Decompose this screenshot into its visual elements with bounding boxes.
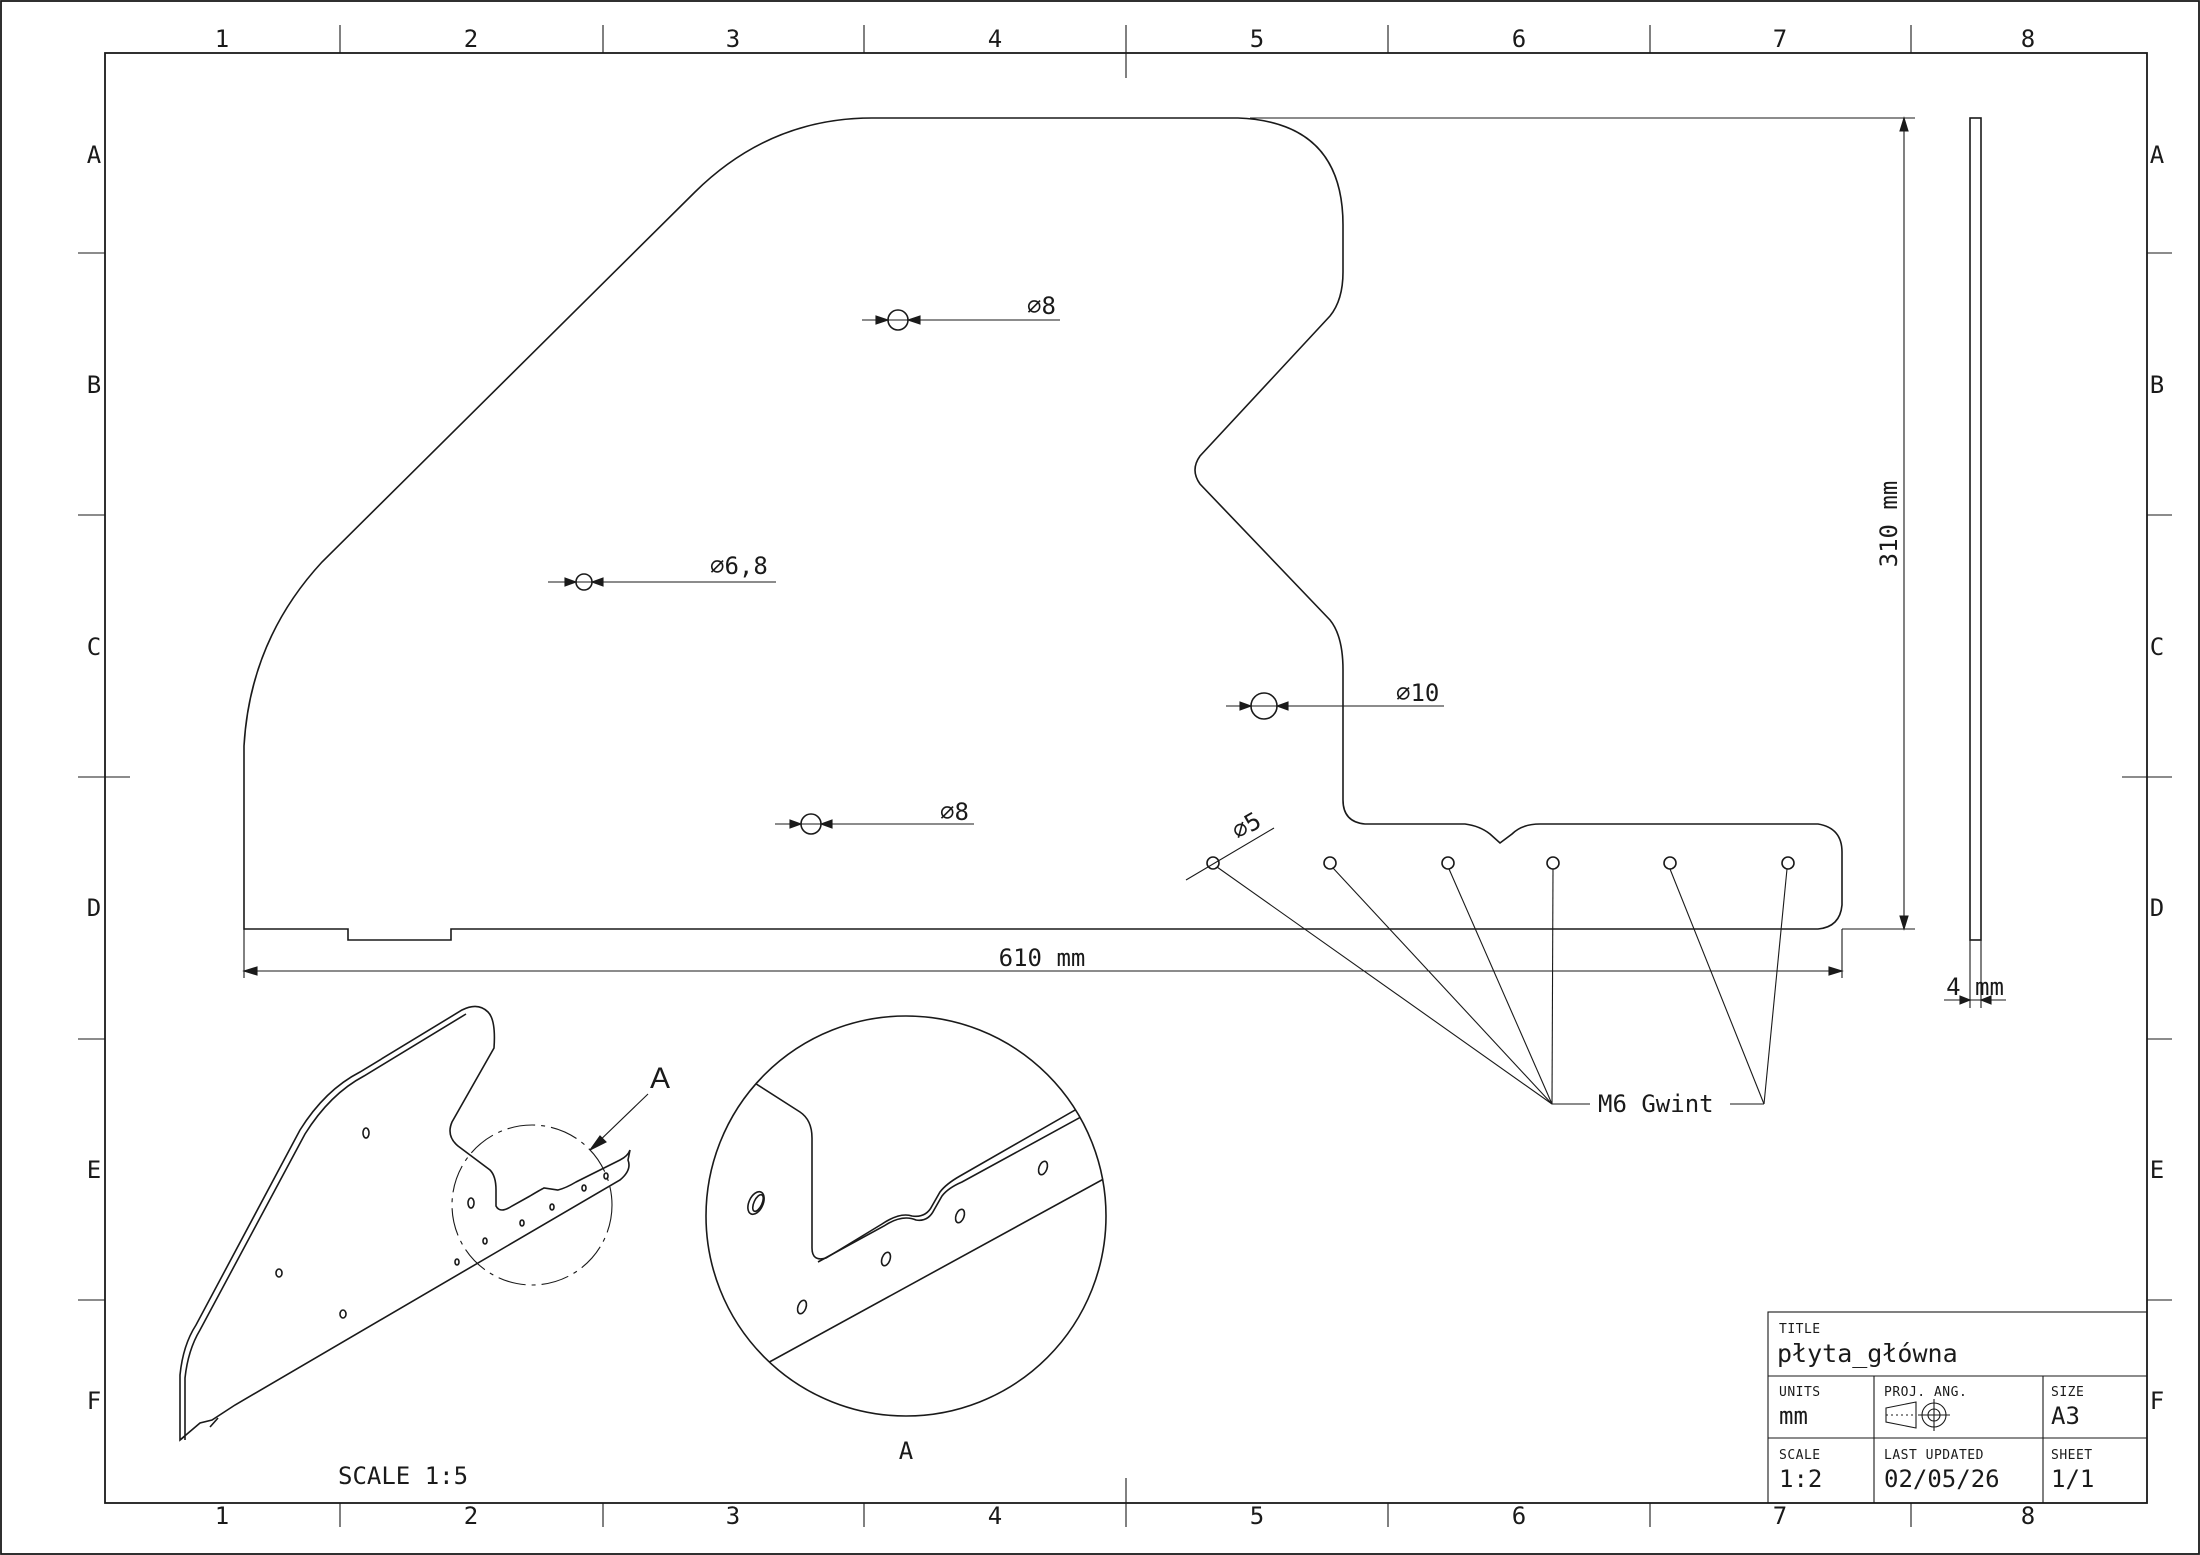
detail-view-geometry [706, 1079, 1106, 1401]
tb-size-label: SIZE [2051, 1385, 2084, 1400]
detail-callout-label: A [650, 1062, 670, 1095]
title-block-grid [1767, 1311, 2148, 1504]
zone-row-b-right: B [2150, 371, 2164, 399]
isometric-view [179, 1005, 631, 1442]
tb-title: płyta_główna [1777, 1339, 1958, 1368]
tb-updated-label: LAST UPDATED [1884, 1448, 1984, 1463]
zone-col-2-top: 2 [464, 25, 478, 53]
zone-row-d-left: D [87, 894, 101, 922]
zone-col-8-top: 8 [2021, 25, 2035, 53]
hole-m6-2 [1323, 856, 1337, 870]
hole-m6-3 [1441, 856, 1455, 870]
dim-thickness: 4 mm [1946, 973, 2004, 1001]
zone-col-1-top: 1 [215, 25, 229, 53]
dim-hole-8-d: ⌀8 [940, 798, 969, 826]
tb-units-label: UNITS [1779, 1385, 1821, 1400]
dim-hole-8-b: ⌀8 [1027, 292, 1056, 320]
detail-circle-iso [451, 1124, 613, 1286]
projection-angle-icon [1885, 1399, 1950, 1431]
tb-units: mm [1779, 1402, 1808, 1430]
thickness-dimension [1944, 940, 2006, 1008]
tb-sheet-label: SHEET [2051, 1448, 2093, 1463]
zone-row-f-left: F [87, 1387, 101, 1415]
zone-col-5-bottom: 5 [1250, 1502, 1264, 1530]
zone-col-7-top: 7 [1773, 25, 1787, 53]
zone-row-e-left: E [87, 1156, 101, 1184]
thread-note: M6 Gwint [1598, 1090, 1714, 1118]
side-view [1969, 117, 1982, 941]
dim-hole-5: ⌀5 [1227, 806, 1266, 845]
zone-col-2-bottom: 2 [464, 1502, 478, 1530]
zone-col-3-bottom: 3 [726, 1502, 740, 1530]
zone-ticks [78, 25, 2172, 1527]
hole-m6-5 [1663, 856, 1677, 870]
tb-updated: 02/05/26 [1884, 1465, 2000, 1493]
zone-col-8-bottom: 8 [2021, 1502, 2035, 1530]
dim-height: 310 mm [1875, 481, 1903, 568]
zone-col-1-bottom: 1 [215, 1502, 229, 1530]
zone-row-a-left: A [87, 141, 102, 169]
hole-m6-6 [1781, 856, 1795, 870]
height-dimension [1250, 116, 1915, 931]
dim-hole-10: ⌀10 [1396, 679, 1439, 707]
zone-row-e-right: E [2150, 1156, 2164, 1184]
zone-col-5-top: 5 [1250, 25, 1264, 53]
detail-view-label: A [899, 1437, 914, 1465]
dim-hole-6-8: ⌀6,8 [710, 552, 768, 580]
zone-row-c-left: C [87, 633, 101, 661]
hole-m6-4 [1546, 856, 1560, 870]
zone-row-d-right: D [2150, 894, 2164, 922]
thread-leaders [1216, 866, 1788, 1105]
detail-view-circle [705, 1015, 1107, 1417]
hole-m6-1 [1206, 856, 1220, 870]
zone-row-b-left: B [87, 371, 101, 399]
detail-callout-arrow [589, 1093, 649, 1151]
dim-width: 610 mm [999, 944, 1086, 972]
tb-scale-label: SCALE [1779, 1448, 1821, 1463]
hole-leaders [548, 315, 1444, 881]
plate-outline [243, 117, 1843, 941]
zone-row-f-right: F [2150, 1387, 2164, 1415]
tb-scale: 1:2 [1779, 1465, 1822, 1493]
zone-col-6-top: 6 [1512, 25, 1526, 53]
holes [575, 309, 1795, 870]
tb-title-label: TITLE [1779, 1322, 1821, 1337]
inner-border [104, 52, 2148, 1504]
tb-sheet: 1/1 [2051, 1465, 2094, 1493]
zone-col-3-top: 3 [726, 25, 740, 53]
zone-col-4-bottom: 4 [988, 1502, 1002, 1530]
zone-row-a-right: A [2150, 141, 2165, 169]
zone-col-7-bottom: 7 [1773, 1502, 1787, 1530]
iso-scale-label: SCALE 1:5 [338, 1462, 468, 1490]
zone-col-6-bottom: 6 [1512, 1502, 1526, 1530]
width-dimension [242, 929, 1844, 978]
tb-size: A3 [2051, 1402, 2080, 1430]
tb-proj-label: PROJ. ANG. [1884, 1385, 1967, 1400]
zone-col-4-top: 4 [988, 25, 1002, 53]
zone-row-c-right: C [2150, 633, 2164, 661]
